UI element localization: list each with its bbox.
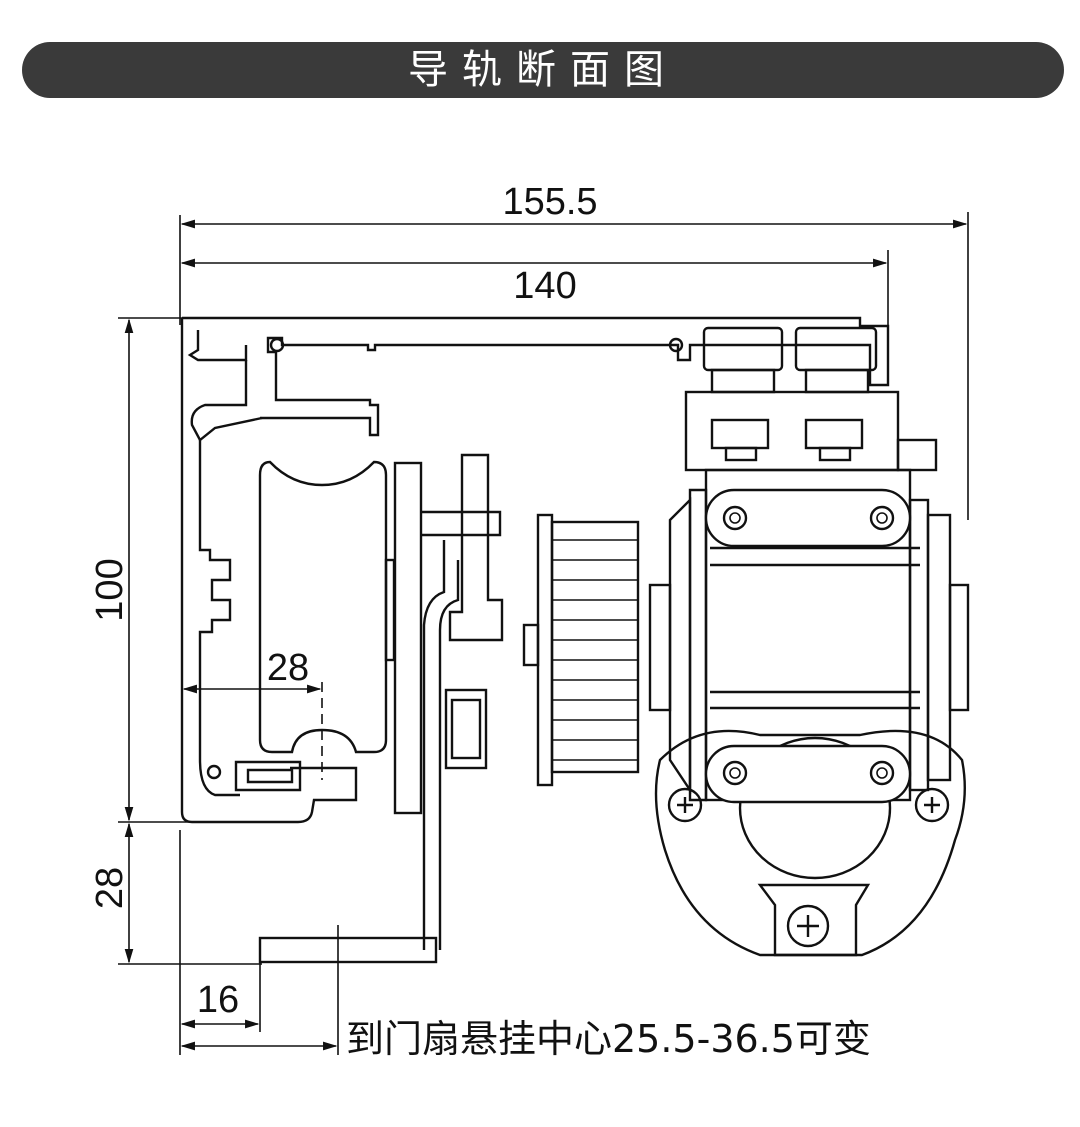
dimension-hanging-center: 到门扇悬挂中心25.5-36.5可变: [180, 925, 871, 1061]
dimension-overall-width: 155.5: [179, 181, 969, 520]
dimension-rail-width: 140: [180, 250, 889, 325]
screw-right-icon: [914, 787, 950, 823]
screw-bottom-icon: [786, 904, 830, 948]
dim-label-16: 16: [197, 979, 239, 1021]
page-title: 导轨断面图: [408, 47, 678, 93]
motor-body: [648, 468, 970, 957]
screw-left-icon: [667, 787, 703, 823]
dim-label-28-horizontal: 28: [267, 647, 309, 689]
title-bar: 导轨断面图: [22, 42, 1064, 98]
timing-pulley: [522, 513, 640, 787]
hanging-center-note: 到门扇悬挂中心25.5-36.5可变: [346, 1017, 871, 1061]
rail-profile: [180, 316, 890, 824]
guide-roller: [258, 460, 396, 754]
dimension-bracket-height: 28: [89, 822, 262, 965]
dim-label-155-5: 155.5: [502, 181, 597, 223]
dimension-rail-height: 100: [89, 317, 200, 823]
mount-blocks: [684, 326, 938, 472]
dimension-roller-offset: 28: [182, 647, 323, 780]
dim-label-140: 140: [513, 265, 576, 307]
dimension-bracket-offset: 16: [179, 830, 261, 1055]
dim-label-100: 100: [89, 558, 131, 621]
hanger-bracket: [258, 453, 504, 964]
dim-label-28-vertical: 28: [89, 867, 131, 909]
pulley-teeth: [552, 539, 638, 761]
